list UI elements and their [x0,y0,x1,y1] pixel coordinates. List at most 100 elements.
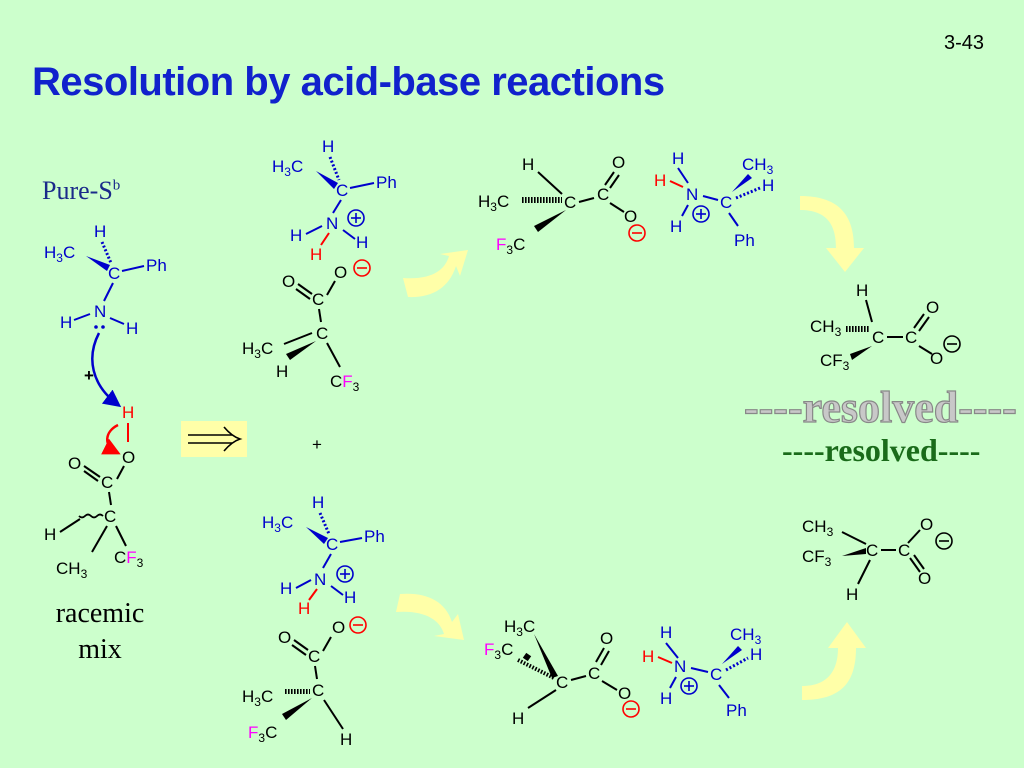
svg-text:H: H [660,689,672,708]
svg-text:O: O [618,684,631,703]
svg-text:O: O [920,515,933,534]
pure-s-label: Pure-Sb [42,176,120,206]
top-salt-ammonium: H H N H C CH3 H Ph [654,149,774,250]
pure-s-superscript: b [112,177,121,194]
middle-bottom-carboxylate: O O C C H3C F3C H [242,616,367,749]
svg-text:C: C [597,185,609,204]
slide-number: 3-43 [943,32,984,54]
svg-text:N: N [94,302,106,321]
svg-text:H: H [512,709,524,728]
pure-s-text: Pure-S [42,176,113,205]
svg-text:Ph: Ph [734,231,755,250]
middle-plus-sign: + [312,435,322,454]
svg-text:C: C [308,647,320,666]
svg-text:O: O [122,448,135,467]
svg-text:F3C: F3C [248,723,277,745]
top-salt-carboxylate: H H3C C C O O F3C [478,153,646,257]
svg-text:F3C: F3C [496,235,525,257]
racemic-line: racemic [55,598,145,629]
svg-text:O: O [282,272,295,291]
svg-text:N: N [326,214,338,233]
svg-text:O: O [612,153,625,172]
svg-text:CH3: CH3 [730,625,762,647]
svg-text:H: H [856,281,868,300]
svg-text:H: H [660,623,672,642]
svg-text:H3C: H3C [504,617,535,639]
svg-text:C: C [872,328,884,347]
svg-text:O: O [600,629,613,648]
resolved-acid-bottom: CH3 CF3 C C O O H [802,515,953,604]
svg-text:H: H [522,155,534,174]
svg-text:H: H [126,319,138,338]
svg-text:C: C [316,324,328,343]
svg-text:O: O [334,263,347,282]
curved-arrow-icon [396,196,866,700]
svg-text:H: H [356,233,368,252]
svg-text:H: H [642,647,654,666]
svg-text:H: H [750,645,762,664]
svg-text:H: H [280,579,292,598]
svg-text:C: C [326,535,338,554]
svg-text:O: O [624,207,637,226]
svg-text:C: C [720,193,732,212]
svg-text:H3C: H3C [242,687,273,709]
resolved-text: ----resolved---- [782,432,981,468]
svg-text:H: H [672,149,684,168]
svg-text:Ph: Ph [376,173,397,192]
svg-text:O: O [278,628,291,647]
svg-text:C: C [312,290,324,309]
pure-s-amine: H H3C C Ph N H H + [44,222,167,408]
reaction-arrow-icon [188,426,243,452]
svg-text:H: H [322,137,334,156]
svg-text:C: C [710,665,722,684]
svg-text:H: H [670,217,682,236]
svg-text:H3C: H3C [262,513,293,535]
middle-top-carboxylate: O O C C H3C H CF3 [242,259,371,394]
svg-text:H3C: H3C [478,192,509,214]
svg-text:Ph: Ph [726,701,747,720]
svg-text:C: C [101,473,113,492]
svg-text:H: H [290,226,302,245]
svg-text:C: C [108,264,120,283]
resolved-acid-top: H CH3 C C O O CF3 [810,281,961,373]
svg-text:C: C [898,541,910,560]
svg-text:CH3: CH3 [810,317,842,339]
svg-text:H: H [654,171,666,190]
svg-text:CF3: CF3 [114,548,144,570]
svg-text:C: C [336,181,348,200]
svg-text:N: N [686,185,698,204]
svg-text:CH3: CH3 [56,559,88,581]
svg-text:H3C: H3C [272,157,303,179]
svg-text:O: O [926,298,939,317]
svg-text:N: N [674,657,686,676]
svg-text:C: C [564,193,576,212]
svg-text:CF3: CF3 [330,372,360,394]
svg-text:H: H [298,599,310,618]
svg-text:C: C [905,328,917,347]
svg-text:H: H [312,493,324,512]
racemic-acid: H O O C C H CH3 CF3 [44,403,144,581]
svg-text:Ph: Ph [146,256,167,275]
svg-text:Ph: Ph [364,527,385,546]
svg-text:H: H [276,362,288,381]
svg-text:CF3: CF3 [820,351,850,373]
svg-text:H: H [344,588,356,607]
slide-title: Resolution by acid-base reactions [32,60,665,104]
bottom-salt-carboxylate: H3C F3C C C O O H [484,617,640,728]
svg-text:CH3: CH3 [802,517,834,539]
svg-text:C: C [588,664,600,683]
bottom-salt-ammonium: H H N H C CH3 H Ph [642,623,762,720]
svg-text:H: H [122,403,134,422]
svg-text:C: C [104,507,116,526]
svg-text:O: O [332,618,345,637]
svg-text:CF3: CF3 [802,547,832,569]
resolved-shadow-text: ----resolved---- [743,382,1017,432]
svg-text:H: H [60,313,72,332]
svg-text:H: H [310,245,322,264]
reaction-arrow-box [181,421,247,457]
svg-text:C: C [866,541,878,560]
middle-bottom-ammonium: H H3C C Ph N H H H [262,493,385,618]
svg-text:C: C [312,681,324,700]
